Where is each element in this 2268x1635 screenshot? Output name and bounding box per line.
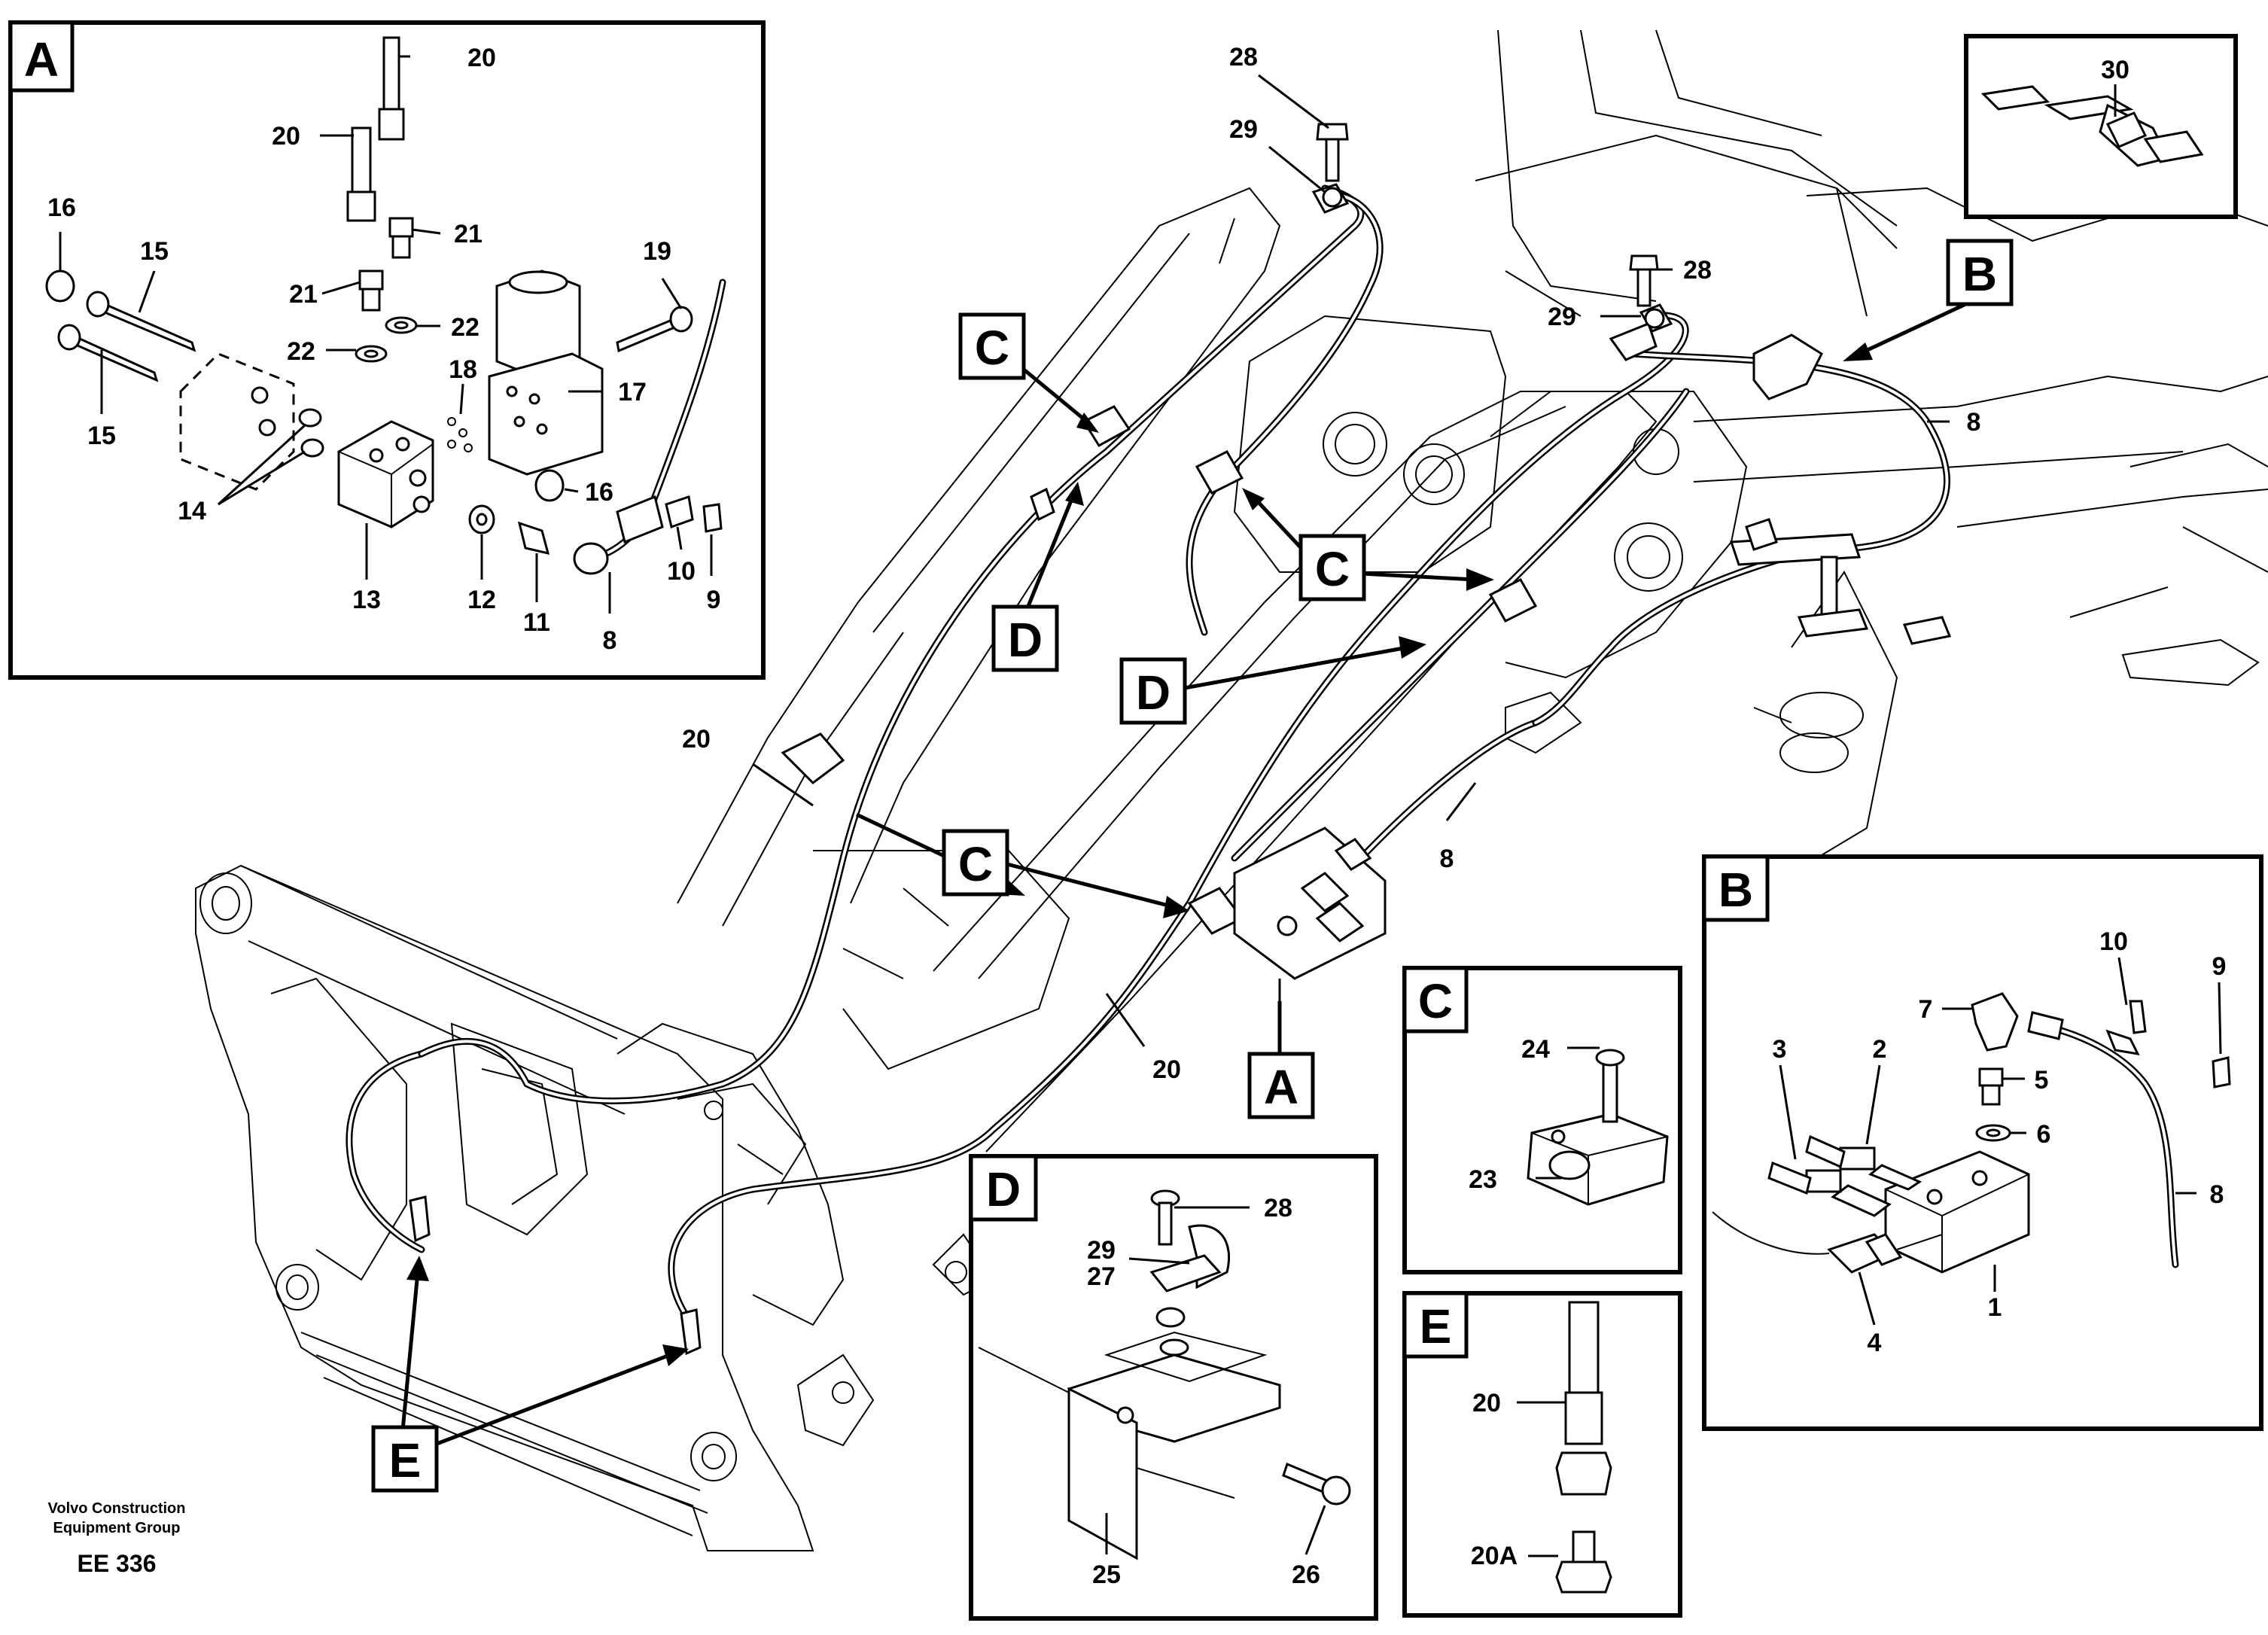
footer-drawing-code: EE 336 [78, 1550, 157, 1577]
label-d-29: 29 [1087, 1236, 1116, 1265]
letter-box-c-lower: C [958, 837, 993, 891]
letter-box-c-middle: C [1315, 542, 1350, 596]
main-callout-labels: 28 29 28 29 8 20 8 20 [682, 43, 1980, 1084]
detail-panel-b: B [1702, 854, 2263, 1431]
letter-box-d-left: D [1008, 613, 1043, 667]
main-letter-boxes: C C C D D A B E [371, 239, 2014, 1493]
label-a-19: 19 [643, 237, 671, 266]
main-hardware [409, 183, 1952, 1356]
label-e-20: 20 [1472, 1389, 1501, 1417]
label-e-20a: 20A [1471, 1542, 1518, 1570]
label-a-16-left: 16 [47, 193, 76, 222]
label-a-14: 14 [178, 497, 206, 525]
label-main-8-lower: 8 [1440, 845, 1454, 873]
label-b-3: 3 [1773, 1035, 1787, 1064]
label-b-7: 7 [1919, 995, 1933, 1024]
label-main-8-upper: 8 [1967, 408, 1981, 437]
panel-e-title: E [1420, 1299, 1452, 1353]
label-a-22-left: 22 [287, 337, 315, 366]
footer-company-line2: Equipment Group [53, 1520, 181, 1536]
label-main-29-right: 29 [1548, 303, 1576, 331]
label-a-20-upper: 20 [467, 44, 496, 72]
label-main-28-right: 28 [1683, 256, 1712, 285]
label-b-8: 8 [2210, 1180, 2224, 1209]
label-main-29-left: 29 [1229, 115, 1258, 144]
letter-box-b: B [1962, 247, 1997, 301]
label-a-21-right: 21 [454, 220, 483, 248]
detail-panel-c: C 24 23 [1402, 966, 1682, 1274]
label-b-9: 9 [2212, 952, 2227, 981]
bolt-28-main [1316, 123, 1659, 307]
panel-d-title: D [986, 1162, 1021, 1216]
footer-company-line1: Volvo Construction [48, 1500, 186, 1517]
label-b-4: 4 [1868, 1329, 1882, 1357]
label-main-20-upper: 20 [682, 725, 711, 754]
detail-panel-d: D 28 29 27 25 26 [969, 1154, 1378, 1621]
detail-panel-a: A [8, 20, 766, 680]
label-a-22-right: 22 [451, 313, 479, 342]
panel-c-title: C [1418, 974, 1453, 1028]
label-a-15-upper: 15 [140, 237, 169, 266]
label-d-27: 27 [1087, 1262, 1116, 1291]
detail-panel-e: E 20 20A [1402, 1291, 1682, 1618]
label-d-28: 28 [1264, 1194, 1292, 1222]
label-b-6: 6 [2037, 1120, 2051, 1149]
label-a-13: 13 [352, 586, 381, 614]
label-a-12: 12 [467, 586, 496, 614]
letter-box-c-upper: C [975, 321, 1009, 375]
label-b-5: 5 [2035, 1066, 2049, 1095]
label-a-18: 18 [449, 355, 477, 384]
label-a-20-lower: 20 [272, 122, 300, 151]
label-c-23: 23 [1469, 1165, 1497, 1194]
label-d-25: 25 [1092, 1560, 1121, 1589]
label-a-16-right: 16 [585, 478, 613, 507]
label-a-8: 8 [603, 626, 617, 655]
label-main-28-left: 28 [1229, 43, 1258, 72]
label-a-15-lower: 15 [87, 422, 116, 450]
label-main-20-lower: 20 [1152, 1055, 1181, 1084]
label-a-9: 9 [707, 586, 721, 614]
detail-inset-30: 30 [1964, 34, 2238, 219]
panel-a-title: A [24, 32, 59, 87]
label-d-26: 26 [1292, 1560, 1320, 1589]
label-b-1: 1 [1988, 1293, 2002, 1322]
letter-box-d-right: D [1136, 665, 1171, 720]
label-a-21-left: 21 [289, 280, 318, 309]
loader-boom-illustration [195, 29, 2268, 1551]
label-b-2: 2 [1873, 1035, 1887, 1064]
label-inset-30: 30 [2101, 56, 2129, 84]
main-leader-lines [752, 74, 1950, 1047]
letter-box-e: E [389, 1433, 422, 1487]
panel-b-title: B [1719, 863, 1753, 917]
letter-box-a: A [1264, 1060, 1298, 1114]
label-a-17: 17 [618, 378, 647, 406]
footer: Volvo Construction Equipment Group EE 33… [48, 1500, 186, 1577]
label-a-10: 10 [667, 557, 696, 586]
label-c-24: 24 [1521, 1035, 1550, 1064]
label-a-11: 11 [523, 608, 550, 637]
letter-pointers [400, 299, 1974, 1448]
label-b-10: 10 [2099, 927, 2128, 956]
